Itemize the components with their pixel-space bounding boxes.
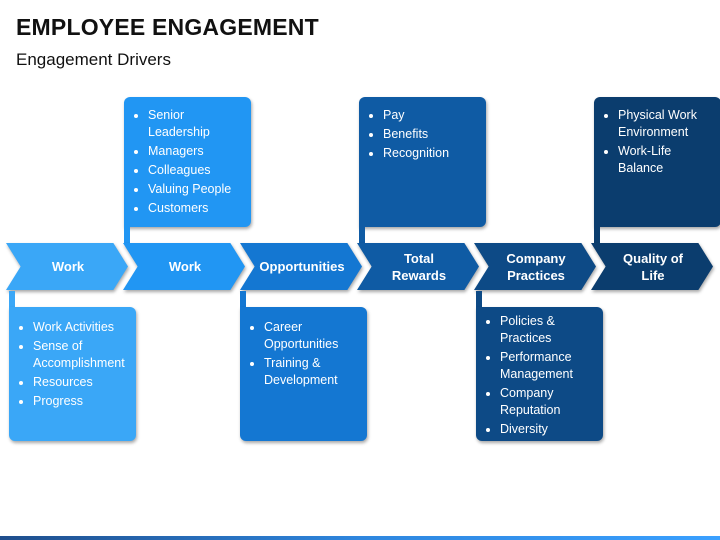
step-label: Opportunities bbox=[259, 259, 345, 274]
list-item: Senior Leadership bbox=[148, 107, 245, 141]
card-connector bbox=[476, 291, 482, 307]
card-practices: Policies & Practices Performance Managem… bbox=[476, 307, 603, 441]
list-item: Training & Development bbox=[264, 355, 361, 389]
card-rewards: Pay Benefits Recognition bbox=[359, 97, 486, 227]
step-quality-of-life: Quality of Life bbox=[591, 243, 713, 290]
list-item: Valuing People bbox=[148, 181, 245, 198]
list-item: Customers bbox=[148, 200, 245, 217]
step-label: Work bbox=[51, 259, 85, 274]
step-work-1: Work bbox=[6, 243, 128, 290]
step-work-2: Work bbox=[123, 243, 245, 290]
list-item: Career Opportunities bbox=[264, 319, 361, 353]
step-label: Work bbox=[168, 259, 202, 274]
list-item: Sense of Accomplishment bbox=[33, 338, 130, 372]
list-item: Work-Life Balance bbox=[618, 143, 715, 177]
card-work-activities: Work Activities Sense of Accomplishment … bbox=[9, 307, 136, 441]
card-quality-of-life: Physical Work Environment Work-Life Bala… bbox=[594, 97, 720, 227]
card-opportunities: Career Opportunities Training & Developm… bbox=[240, 307, 367, 441]
list-item: Colleagues bbox=[148, 162, 245, 179]
step-opportunities: Opportunities bbox=[240, 243, 362, 290]
list-item: Progress bbox=[33, 393, 130, 410]
step-label: Total Rewards bbox=[391, 250, 447, 283]
list-item: Resources bbox=[33, 374, 130, 391]
list-item: Company Reputation bbox=[500, 385, 597, 419]
list-item: Work Activities bbox=[33, 319, 130, 336]
page-title: EMPLOYEE ENGAGEMENT bbox=[16, 14, 319, 40]
page-subtitle: Engagement Drivers bbox=[16, 50, 171, 69]
list-item: Diversity bbox=[500, 421, 597, 438]
card-connector bbox=[9, 291, 15, 307]
list-item: Performance Management bbox=[500, 349, 597, 383]
footer-bar bbox=[0, 536, 720, 540]
card-connector bbox=[240, 291, 246, 307]
card-connector bbox=[124, 227, 130, 243]
list-item: Recognition bbox=[383, 145, 480, 162]
step-total-rewards: Total Rewards bbox=[357, 243, 479, 290]
list-item: Pay bbox=[383, 107, 480, 124]
card-connector bbox=[594, 227, 600, 243]
step-label: Company Practices bbox=[506, 250, 566, 283]
step-label: Quality of Life bbox=[623, 250, 683, 283]
list-item: Physical Work Environment bbox=[618, 107, 715, 141]
list-item: Benefits bbox=[383, 126, 480, 143]
card-work-people: Senior Leadership Managers Colleagues Va… bbox=[124, 97, 251, 227]
card-connector bbox=[359, 227, 365, 243]
list-item: Policies & Practices bbox=[500, 313, 597, 347]
list-item: Managers bbox=[148, 143, 245, 160]
step-company-practices: Company Practices bbox=[474, 243, 596, 290]
